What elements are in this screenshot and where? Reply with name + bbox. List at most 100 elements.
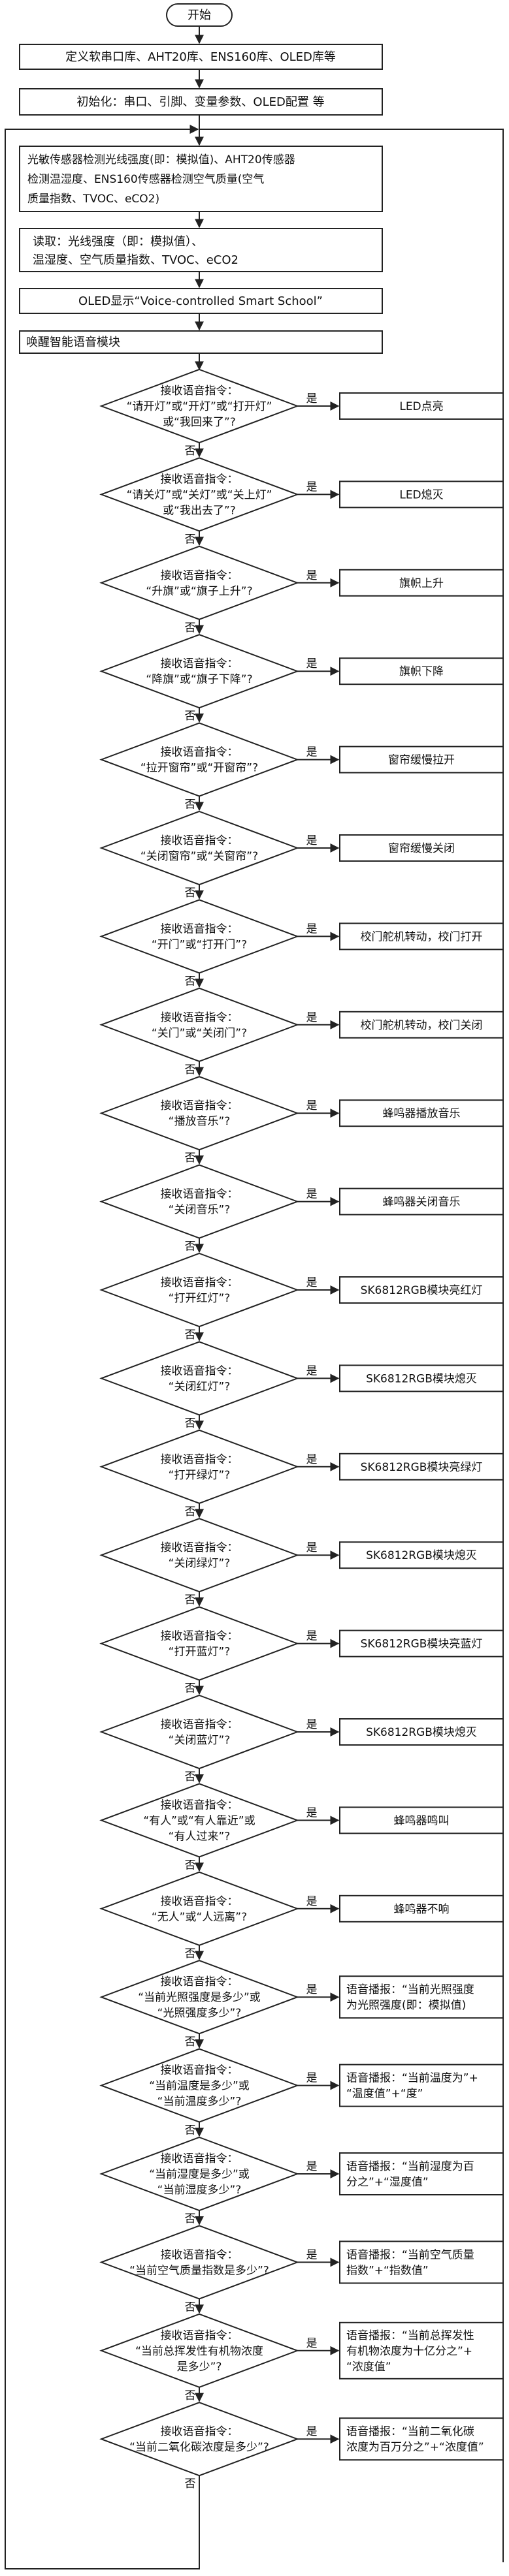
decision-question-line: 是多少”?: [177, 2361, 222, 2374]
decision-question-line: “打开绿灯”?: [169, 1469, 231, 1482]
init-setup-label: 初始化：串口、引脚、变量参数、OLED配置 等: [76, 95, 324, 109]
init-libs-label: 定义软串口库、AHT20库、ENS160库、OLED库等: [65, 50, 336, 64]
yes-label: 是: [306, 1099, 318, 1112]
decision-step: 接收语音指令：“当前湿度是多少”或“当前湿度多少”?是语音播报：“当前湿度为百分…: [99, 2136, 504, 2225]
decision-step: 接收语音指令：“当前温度是多少”或“当前温度多少”?是语音播报：“当前温度为”+…: [99, 2048, 504, 2137]
action-text-line: 窗帘缓慢关闭: [388, 841, 455, 855]
decision-diamond: [99, 810, 299, 886]
yes-label: 是: [306, 1806, 318, 1819]
action-text-line: 蜂鸣器鸣叫: [394, 1814, 450, 1827]
init-libs-box: 定义软串口库、AHT20库、ENS160库、OLED库等: [19, 44, 383, 70]
action-text-line: 旗帜上升: [399, 577, 444, 590]
decision-question-line: “开门”或“打开门”?: [152, 938, 247, 951]
decision-question-line: “无人”或“人远离”?: [152, 1911, 247, 1924]
decision-question-line: “升旗”或“旗子上升”?: [146, 585, 252, 598]
decision-diamond: [99, 2402, 299, 2477]
action-text-line: 窗帘缓慢拉开: [388, 753, 455, 767]
no-label: 否: [185, 1063, 196, 1076]
yes-label: 是: [306, 569, 318, 582]
action-text-line: 语音播报：“当前温度为”+: [346, 2072, 478, 2085]
decision-question-line: “有人过来”?: [169, 1830, 231, 1843]
action-box: [339, 1099, 504, 1127]
decision-question-line: “关门”或“关闭门”?: [152, 1027, 247, 1040]
yes-label: 是: [306, 1188, 318, 1201]
oled-label: OLED显示“Voice-controlled Smart School”: [78, 294, 323, 308]
action-text-line: 校门舵机转动，校门关闭: [361, 1019, 483, 1032]
decision-diamond: [99, 1518, 299, 1593]
decision-question-line: 接收语音指令：: [161, 834, 238, 847]
action-text-line: 蜂鸣器播放音乐: [383, 1107, 461, 1120]
no-label: 否: [185, 445, 196, 458]
decision-diamond: [99, 634, 299, 709]
loop-back-left-line: [5, 125, 200, 2569]
action-text-line: SK6812RGB模块熄灭: [366, 1549, 477, 1562]
decision-question-line: 接收语音指令：: [161, 1453, 238, 1466]
no-label: 否: [185, 1682, 196, 1695]
yes-label: 是: [306, 1983, 318, 1996]
yes-label: 是: [306, 1895, 318, 1908]
action-text-line: 为光照强度(即：模拟值): [346, 1999, 466, 2012]
yes-label: 是: [306, 1541, 318, 1554]
action-text-line: 指数”+“指数值”: [346, 2264, 429, 2277]
action-box: [339, 834, 504, 862]
action-text-line: SK6812RGB模块熄灭: [366, 1372, 477, 1385]
action-text-line: LED熄灭: [399, 488, 443, 501]
action-box: [339, 392, 504, 420]
yes-label: 是: [306, 746, 318, 759]
decision-question-line: 接收语音指令：: [161, 2064, 238, 2077]
wake-label: 唤醒智能语音模块: [26, 336, 120, 349]
start-node: 开始: [166, 3, 233, 27]
decision-question-line: 接收语音指令：: [161, 2152, 238, 2165]
no-label: 否: [185, 2301, 196, 2314]
decision-question-line: “关闭窗帘”或“关窗帘”?: [140, 850, 258, 863]
no-label: 否: [185, 2389, 196, 2402]
yes-label: 是: [306, 922, 318, 935]
decision-question-line: 接收语音指令：: [161, 473, 238, 486]
decision-question-line: “光照强度多少”?: [157, 2007, 242, 2020]
action-text-line: 语音播报：“当前湿度为百: [346, 2160, 474, 2173]
read-line-2: 温湿度、空气质量指数、TVOC、eCO2: [33, 253, 238, 267]
action-text-line: 旗帜下降: [399, 665, 444, 678]
action-box: [339, 1541, 504, 1569]
sense-line-3: 质量指数、TVOC、eCO2): [27, 193, 159, 206]
decision-step: 接收语音指令：“当前空气质量指数是多少”?是语音播报：“当前空气质量指数”+“指…: [99, 2225, 504, 2314]
decision-question-line: “当前湿度多少”?: [157, 2184, 242, 2197]
decision-question-line: 接收语音指令：: [161, 1364, 238, 1377]
decision-question-line: 接收语音指令：: [161, 922, 238, 935]
no-label: 否: [185, 1505, 196, 1518]
decision-question-line: “请关灯”或“关灯”或“关上灯”: [127, 488, 272, 501]
action-text-line: “温度值”+“度”: [346, 2088, 423, 2101]
decision-diamond: [99, 1606, 299, 1681]
no-label: 否: [185, 1594, 196, 1607]
no-label: 否: [185, 1152, 196, 1165]
no-label: 否: [185, 1417, 196, 1430]
action-text-line: 语音播报：“当前空气质量: [346, 2248, 474, 2261]
decision-diamond: [99, 1429, 299, 1504]
decision-question-line: 接收语音指令：: [161, 1099, 238, 1112]
decision-question-line: “关闭音乐”?: [169, 1204, 231, 1217]
decision-question-line: “当前空气质量指数是多少”?: [129, 2264, 269, 2277]
decision-diamond: [99, 545, 299, 620]
no-label: 否: [185, 1240, 196, 1253]
decision-question-line: 接收语音指令：: [161, 1276, 238, 1289]
decision-question-line: “降旗”或“旗子下降”?: [146, 673, 252, 686]
action-text-line: 蜂鸣器不响: [394, 1903, 450, 1916]
action-box: [339, 569, 504, 597]
yes-label: 是: [306, 392, 318, 405]
action-box: [339, 657, 504, 685]
decision-diamond: [99, 1076, 299, 1151]
decision-question-line: 接收语音指令：: [161, 1718, 238, 1731]
action-text-line: SK6812RGB模块亮蓝灯: [361, 1638, 483, 1651]
yes-label: 是: [306, 2160, 318, 2173]
start-label: 开始: [188, 8, 211, 22]
no-label: 否: [185, 887, 196, 900]
action-box: [339, 1629, 504, 1657]
yes-label: 是: [306, 657, 318, 670]
sense-box: 光敏传感器检测光线强度(即：模拟值)、AHT20传感器 检测温湿度、ENS160…: [19, 146, 383, 212]
